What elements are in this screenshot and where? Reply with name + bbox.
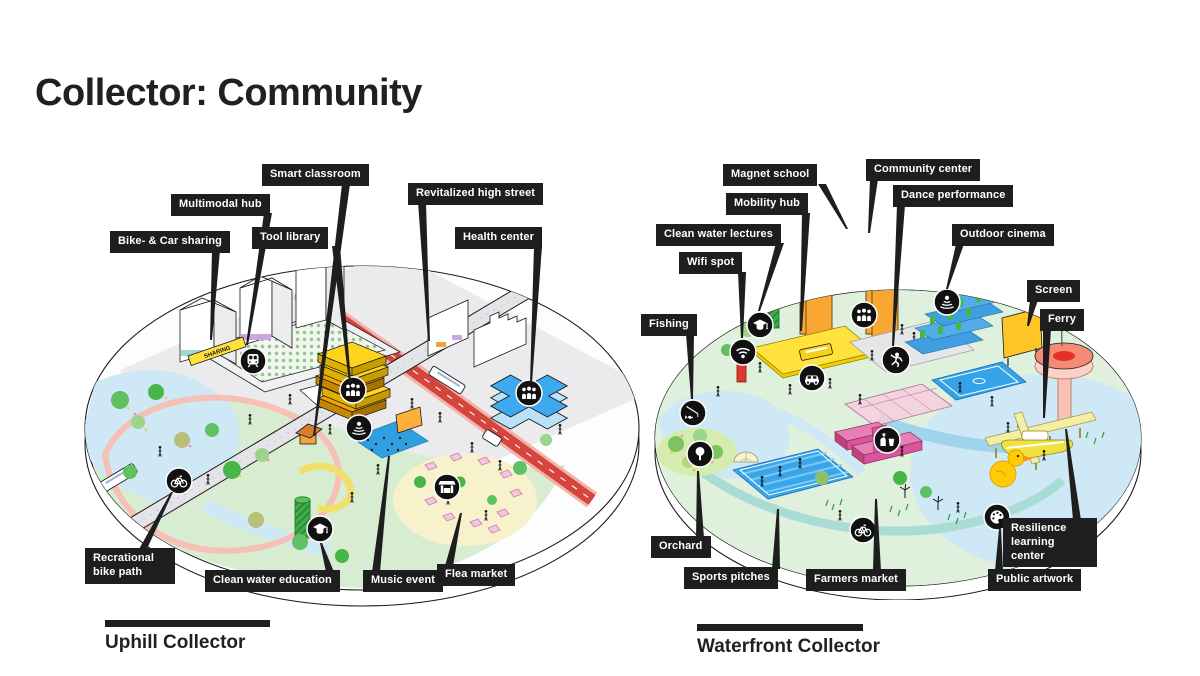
mobility-hub-platform [751,325,877,379]
label-outdoor-cinema: Outdoor cinema [952,224,1054,246]
waterfront-caption-text: Waterfront Collector [697,636,880,657]
label-magnet-school: Magnet school [723,164,818,186]
bus-vehicle [799,343,833,361]
uphill-caption: Uphill Collector [105,620,270,654]
uphill-caption-text: Uphill Collector [105,632,246,653]
bicycle-icon [849,516,877,544]
tree-icon [686,440,714,468]
label-clean-water-lectures: Clean water lectures [656,224,781,246]
shore-grass [825,431,1105,525]
label-fishing: Fishing [641,314,697,336]
clean-water-tower [294,496,311,539]
label-smart-classroom: Smart classroom [262,164,369,186]
bicycle-icon [165,467,193,495]
train-icon [239,347,267,375]
label-community-center: Community center [866,159,981,181]
label-ferry: Ferry [1040,309,1085,331]
dome-pavilion [733,451,759,463]
market-stall-icon [433,473,461,501]
dancer-icon [881,345,911,375]
playground-slide [297,462,355,513]
label-music-event: Music event [363,570,444,592]
wifi-icon [729,338,757,366]
tram-vehicle [428,365,466,395]
label-orchard: Orchard [651,536,711,558]
label-wifi-spot: Wifi spot [679,252,743,274]
farmers-market-greenhouse [844,383,953,427]
basketball-court [931,361,1027,401]
label-health-center: Health center [455,227,542,249]
waterfront-caption: Waterfront Collector [697,624,880,658]
rubber-duck [989,449,1032,488]
label-farmers-market: Farmers market [806,569,906,591]
sound-icon [345,414,373,442]
label-sports-pitches: Sports pitches [684,567,778,589]
label-dance-performance: Dance performance [893,185,1014,207]
label-tool-library: Tool library [252,227,329,249]
graduation-cap-icon [306,515,334,543]
label-multimodal-hub: Multimodal hub [171,194,270,216]
label-clean-water-education: Clean water education [205,570,340,592]
caption-bar [697,624,863,631]
people-icon [850,301,878,329]
high-street-buildings [427,299,527,368]
label-resilience-learning-center: Resilience learning center [1003,518,1097,568]
label-bike-car-sharing: Bike- & Car sharing [110,231,230,253]
label-revitalized-high-street: Revitalized high street [408,183,544,205]
people-icon [515,379,543,407]
river-channel [201,498,332,556]
label-mobility-hub: Mobility hub [726,193,808,215]
label-flea-market: Flea market [437,564,516,586]
sports-pitch [732,448,854,500]
page-title: Collector: Community [35,72,422,114]
graduation-cap-icon [746,311,774,339]
people-icon [339,376,367,404]
fishing-icon [679,399,707,427]
caption-bar [105,620,270,627]
label-screen: Screen [1027,280,1081,302]
music-event-stage [351,406,429,459]
label-public-artwork: Public artwork [988,569,1082,591]
label-recreational-bike-path: Recrational bike path [85,548,175,584]
food-drink-icon [873,426,901,454]
running-track [697,466,1066,536]
car-icon [798,364,826,392]
stream [768,405,866,476]
van-vehicle [482,429,502,447]
trees [111,384,552,563]
sound-icon [933,288,961,316]
